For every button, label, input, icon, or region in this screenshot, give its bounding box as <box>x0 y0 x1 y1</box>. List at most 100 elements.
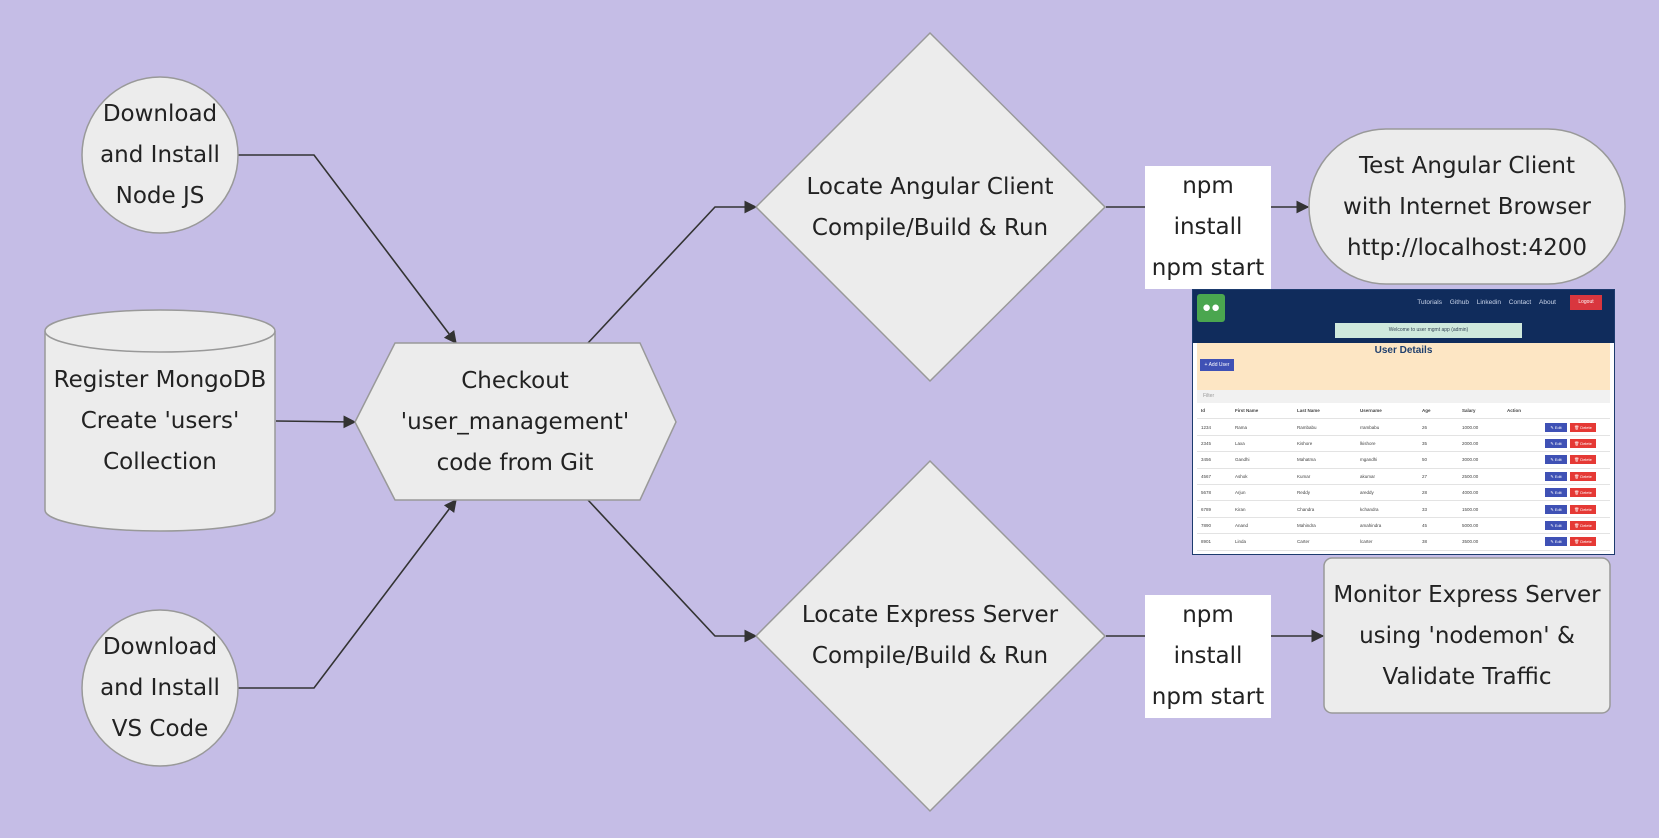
delete-button: 🗑 Delete <box>1570 422 1596 432</box>
delete-button: 🗑 Delete <box>1570 471 1596 481</box>
table-header-cell: First Name <box>1235 408 1259 414</box>
edit-button: ✎ Edit <box>1545 422 1567 432</box>
delete-button: 🗑 Delete <box>1570 553 1596 554</box>
table-cell: Carter <box>1297 539 1310 545</box>
edge-nodejs-to-checkout <box>237 154 457 345</box>
node-nodejs-label: Download and Install Node JS <box>100 100 220 209</box>
delete-button: 🗑 Delete <box>1570 455 1596 465</box>
table-cell: 8901 <box>1201 539 1212 545</box>
table-cell: lkishore <box>1360 440 1376 446</box>
table-cell: amahindra <box>1360 522 1382 528</box>
table-cell: 2345 <box>1201 440 1212 446</box>
table-row: 7890 Anand Mahindra amahindra 45 5000.00 ✎ Edi… <box>1197 518 1610 535</box>
user-details-heading: User Details <box>1374 345 1433 356</box>
table-cell: Anand <box>1235 522 1249 528</box>
nav-link: About <box>1539 299 1556 306</box>
edit-button: ✎ Edit <box>1545 537 1567 547</box>
table-cell: lcarter <box>1360 539 1373 545</box>
edit-button: ✎ Edit <box>1545 553 1567 554</box>
nav-link: Tutorials <box>1417 299 1442 306</box>
edge-checkout-to-express <box>587 499 758 643</box>
edit-button: ✎ Edit <box>1545 504 1567 514</box>
table-cell: Kishore <box>1297 440 1313 446</box>
delete-button: 🗑 Delete <box>1570 520 1596 530</box>
table-header-cell: Id <box>1201 408 1205 414</box>
delete-button: 🗑 Delete <box>1570 504 1596 514</box>
table-cell: mgandhi <box>1360 457 1378 463</box>
edit-button: ✎ Edit <box>1545 520 1567 530</box>
table-cell: areddy <box>1360 490 1374 496</box>
node-checkout-shape <box>354 342 677 501</box>
node-monitor-server-label: Monitor Express Server using 'nodemon' &… <box>1333 581 1601 690</box>
table-cell: Ashok <box>1235 473 1248 479</box>
delete-button: 🗑 Delete <box>1570 438 1596 448</box>
edge-mongodb-to-checkout <box>275 415 357 429</box>
table-cell: 4000.00 <box>1462 490 1479 496</box>
user-details-banner: User Details + Add User <box>1197 343 1610 391</box>
table-cell: 26 <box>1422 424 1428 430</box>
table-cell: Rambabu <box>1297 424 1317 430</box>
welcome-banner: Welcome to user mgmt app (admin) <box>1335 323 1522 338</box>
app-nav-links: Tutorials Github Linkedin Contact About <box>1411 299 1556 306</box>
table-cell: 45 <box>1422 522 1428 528</box>
table-cell: 4567 <box>1201 473 1212 479</box>
app-navbar: ●● Tutorials Github Linkedin Contact Abo… <box>1193 290 1614 343</box>
delete-button: 🗑 Delete <box>1570 488 1596 498</box>
table-cell: 3500.00 <box>1462 539 1479 545</box>
node-vscode-shape <box>81 609 239 767</box>
table-cell: 5678 <box>1201 490 1212 496</box>
table-cell: akumar <box>1360 473 1376 479</box>
table-cell: 1500.00 <box>1462 506 1479 512</box>
node-test-client-shape <box>1308 128 1626 285</box>
table-cell: 1234 <box>1201 424 1212 430</box>
table-cell: rrambabu <box>1360 424 1380 430</box>
node-mongodb-label: Register MongoDB Create 'users' Collecti… <box>53 366 267 475</box>
table-header-cell: Action <box>1507 408 1521 414</box>
edit-button: ✎ Edit <box>1545 488 1567 498</box>
table-cell: 7890 <box>1201 522 1212 528</box>
table-cell: 50 <box>1422 457 1428 463</box>
node-nodejs-shape <box>81 76 239 234</box>
table-cell: Kiran <box>1235 506 1246 512</box>
edit-button: ✎ Edit <box>1545 471 1567 481</box>
table-cell: Mahatma <box>1297 457 1316 463</box>
table-cell: 3000.00 <box>1462 457 1479 463</box>
table-row: 1234 Rama Rambabu rrambabu 26 1000.00 ✎ Edit🗑 … <box>1197 419 1610 436</box>
edit-button: ✎ Edit <box>1545 455 1567 465</box>
edge-label-express: npm install npm start <box>1145 595 1271 718</box>
table-cell: 6789 <box>1201 506 1212 512</box>
node-vscode-label: Download and Install VS Code <box>100 633 220 742</box>
table-cell: 1000.00 <box>1462 424 1479 430</box>
table-header-cell: Salary <box>1462 408 1476 414</box>
node-express-shape <box>754 459 1107 813</box>
table-cell: Arjun <box>1235 490 1246 496</box>
table-cell: 5000.00 <box>1462 522 1479 528</box>
table-cell: 2000.00 <box>1462 440 1479 446</box>
edge-vscode-to-checkout <box>237 498 457 689</box>
node-mongodb-shape <box>44 309 276 532</box>
table-cell: 33 <box>1422 506 1428 512</box>
node-checkout-label: Checkout 'user_management' code from Git <box>400 367 630 476</box>
edge-checkout-to-angular <box>587 200 758 344</box>
users-logo-icon: ●● <box>1197 294 1225 322</box>
app-screenshot: ●● Tutorials Github Linkedin Contact Abo… <box>1192 289 1615 555</box>
table-cell: Mahindra <box>1297 522 1316 528</box>
table-row: 9012DavidWheelerdwheeler292800.00✎ Edit🗑… <box>1197 551 1610 554</box>
node-monitor-server-shape <box>1323 557 1611 714</box>
node-angular-label: Locate Angular Client Compile/Build & Ru… <box>806 174 1054 241</box>
table-cell: Laxa <box>1235 440 1245 446</box>
table-cell: 27 <box>1422 473 1428 479</box>
table-cell: Kumar <box>1297 473 1311 479</box>
table-cell: Linda <box>1235 539 1247 545</box>
table-cell: Rama <box>1235 424 1248 430</box>
table-header-cell: Last Name <box>1297 408 1320 414</box>
